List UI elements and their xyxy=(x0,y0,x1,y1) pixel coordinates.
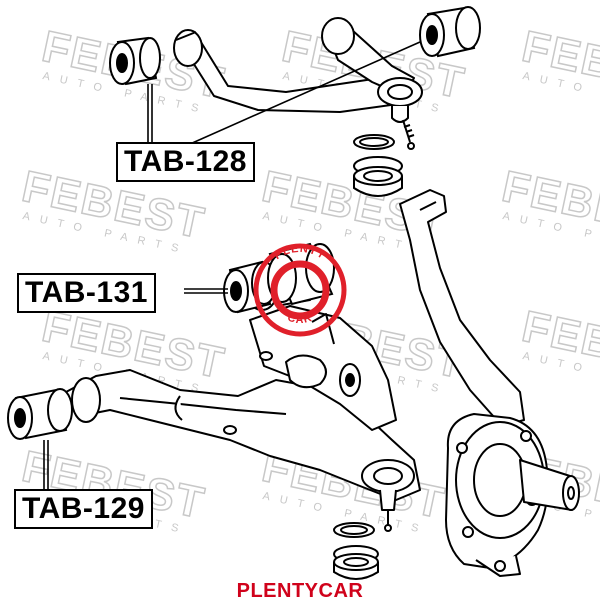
leader-lines-128 xyxy=(147,41,421,145)
part-label-tab-128: TAB-128 xyxy=(116,142,255,182)
leader-line-131 xyxy=(184,288,228,294)
plentycar-stamp: PLENTY CAR xyxy=(253,243,347,337)
steering-knuckle xyxy=(399,189,580,577)
upper-ball-joint-rings xyxy=(353,134,403,197)
leader-lines-129 xyxy=(43,440,49,490)
footer-brand: PLENTYCAR xyxy=(236,580,364,602)
lower-ball-joint-rings xyxy=(333,522,379,580)
upper-arm-bushing-rear xyxy=(419,6,481,58)
svg-text:PLENTY: PLENTY xyxy=(272,243,328,262)
part-label-tab-129: TAB-129 xyxy=(14,489,153,529)
part-label-tab-131: TAB-131 xyxy=(17,273,156,313)
lower-control-arm xyxy=(65,261,421,532)
upper-arm-bushing-front xyxy=(109,36,161,86)
svg-text:CAR: CAR xyxy=(286,312,314,326)
lower-arm-front-bushing xyxy=(7,388,73,440)
